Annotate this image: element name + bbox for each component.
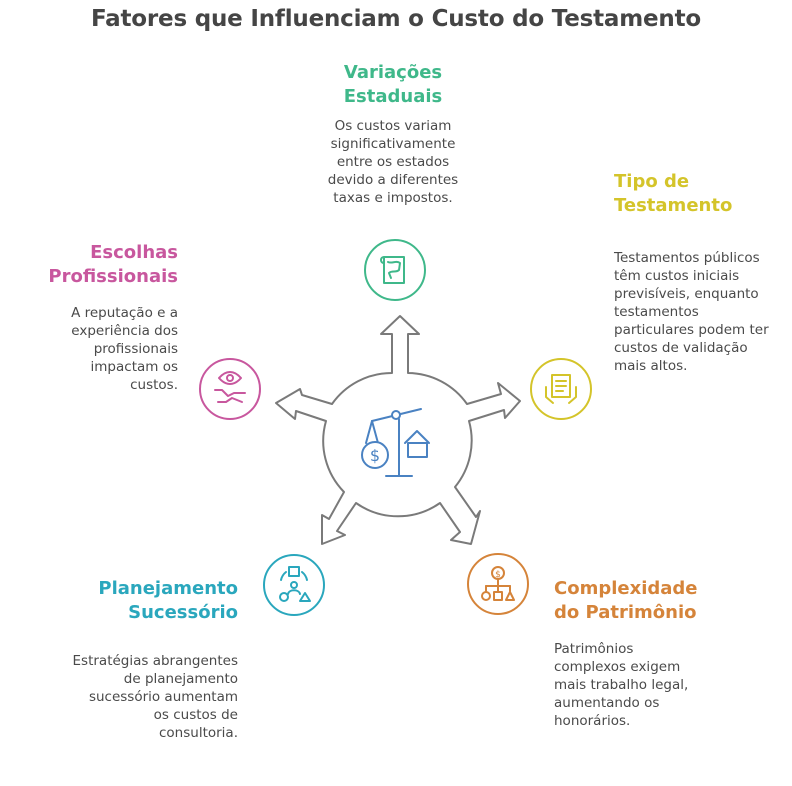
description-planejamento-sucessorio: Estratégias abrangentes de planejamento … <box>38 652 238 742</box>
map-scroll-icon <box>364 239 426 301</box>
description-line: entre os estados <box>336 154 450 170</box>
heading-line: do Patrimônio <box>554 602 697 623</box>
heading-line: Escolhas <box>90 242 178 263</box>
description-line: Testamentos públicos <box>614 250 760 266</box>
description-line: custos. <box>130 377 178 393</box>
description-line: profissionais <box>93 341 178 357</box>
description-line: honorários. <box>554 713 631 729</box>
description-line: Os custos variam <box>334 118 452 134</box>
heading-line: Tipo de <box>614 171 690 192</box>
heading-line: Planejamento <box>98 578 238 599</box>
page-title: Fatores que Influenciam o Custo do Testa… <box>91 6 701 32</box>
heading-line: Sucessório <box>128 602 238 623</box>
eye-handshake-icon <box>199 358 261 420</box>
description-line: sucessório aumentam <box>88 689 238 705</box>
description-line: Estratégias abrangentes <box>72 653 238 669</box>
description-line: consultoria. <box>159 725 238 741</box>
description-line: de planejamento <box>123 671 238 687</box>
balance-scale-icon: $ <box>361 408 430 477</box>
heading-line: Complexidade <box>554 578 698 599</box>
heading-planejamento-sucessorio: Planejamento Sucessório <box>38 577 238 625</box>
asset-hierarchy-icon: $ <box>467 553 529 615</box>
heading-line: Testamento <box>614 195 733 216</box>
description-complexidade-do-patrimonio: Patrimônios complexos exigem mais trabal… <box>554 640 754 730</box>
description-variacoes-estaduais: Os custos variam significativamente entr… <box>303 117 483 207</box>
heading-variacoes-estaduais: Variações Estaduais <box>313 61 473 109</box>
description-line: previsíveis, enquanto <box>614 286 759 302</box>
description-line: mais altos. <box>614 358 688 374</box>
description-line: testamentos <box>614 304 699 320</box>
description-line: Patrimônios <box>554 641 634 657</box>
heading-line: Profissionais <box>48 266 178 287</box>
description-line: complexos exigem <box>554 659 681 675</box>
description-line: devido a diferentes <box>327 172 459 188</box>
succession-cycle-icon <box>263 554 325 616</box>
description-escolhas-profissionais: A reputação e a experiência dos profissi… <box>8 304 178 394</box>
description-tipo-de-testamento: Testamentos públicos têm custos iniciais… <box>614 249 786 375</box>
description-line: mais trabalho legal, <box>554 677 689 693</box>
description-line: particulares podem ter <box>614 322 769 338</box>
description-line: experiência dos <box>71 323 178 339</box>
description-line: taxas e impostos. <box>333 190 453 206</box>
heading-tipo-de-testamento: Tipo de Testamento <box>614 170 774 218</box>
svg-text:$: $ <box>370 446 380 465</box>
description-line: têm custos iniciais <box>614 268 740 284</box>
svg-text:$: $ <box>495 570 501 580</box>
description-line: significativamente <box>330 136 456 152</box>
heading-line: Estaduais <box>343 86 443 107</box>
heading-complexidade-do-patrimonio: Complexidade do Patrimônio <box>554 577 754 625</box>
description-line: os custos de <box>153 707 238 723</box>
heading-line: Variações <box>343 62 443 83</box>
description-line: impactam os <box>90 359 178 375</box>
description-line: aumentando os <box>554 695 660 711</box>
description-line: A reputação e a <box>71 305 178 321</box>
description-line: custos de validação <box>614 340 748 356</box>
document-hands-icon <box>530 358 592 420</box>
heading-escolhas-profissionais: Escolhas Profissionais <box>8 241 178 289</box>
